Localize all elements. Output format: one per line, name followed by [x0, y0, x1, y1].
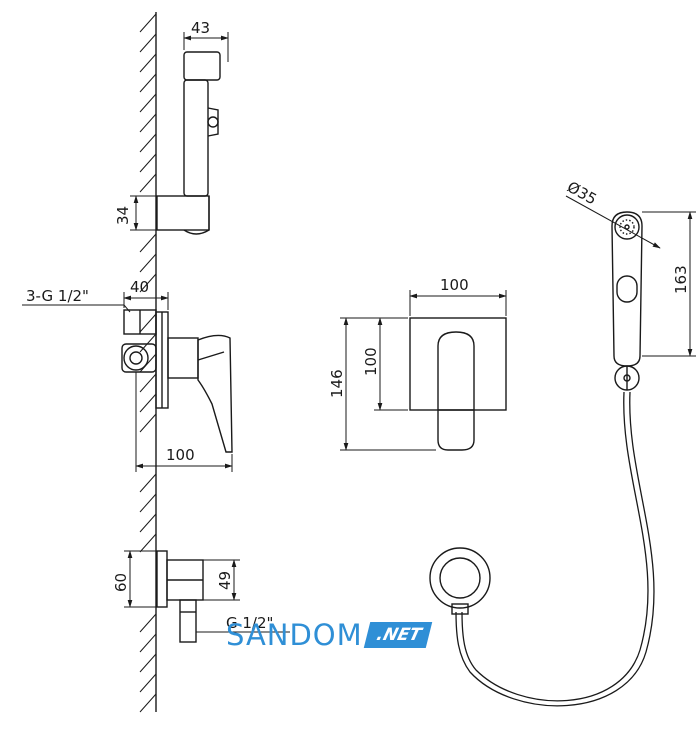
dim-valve-length-label: 100: [166, 446, 195, 464]
outlet-rosette-side: [156, 550, 168, 608]
outlet-rosette-inner: [439, 557, 481, 599]
outlet-pipe: [179, 599, 197, 643]
dim-shower-length: [642, 211, 696, 357]
wall-hatching: [139, 13, 157, 713]
hand-shower-front: [611, 211, 643, 391]
dim-outlet-inner-label: 49: [216, 571, 234, 590]
hose-inner: [455, 391, 655, 707]
dim-outlet-inner: [203, 559, 240, 601]
dim-holder-width-label: 43: [191, 19, 210, 37]
dim-holder-height-label: 34: [114, 206, 132, 225]
shower-head-profile: [183, 51, 221, 81]
watermark-suffix: .NET: [363, 622, 432, 648]
watermark-logo: SANDOM .NET: [226, 618, 432, 652]
outlet-rosette-outer: [429, 547, 491, 609]
shower-handle-profile: [183, 79, 209, 197]
dim-plate-total-height-label: 146: [328, 369, 346, 398]
front-lever: [437, 331, 475, 451]
watermark-word: SANDOM: [226, 618, 363, 652]
valve-lever: [197, 334, 233, 453]
bracket-cup: [183, 229, 210, 235]
shower-button-circle: [207, 116, 219, 128]
dim-plate-width-label: 100: [440, 276, 469, 294]
dim-valve-length: [135, 372, 233, 472]
shower-trigger: [616, 275, 638, 303]
shower-body: [611, 211, 643, 367]
dim-valve-depth: [123, 292, 169, 310]
dim-connection-label: 3-G 1/2": [26, 287, 89, 305]
shower-button-profile: [207, 107, 219, 137]
dim-holder-height: [130, 195, 156, 231]
valve-cartridge: [167, 337, 199, 379]
dim-outlet-thread-label: G 1/2": [226, 614, 273, 632]
dim-outlet-height: [124, 550, 156, 608]
dim-shower-diameter: [565, 195, 661, 249]
hose-outer: [461, 391, 649, 702]
cover-plate-front: [409, 317, 507, 451]
mixer-valve-side: [121, 309, 233, 453]
dim-plate-total-height: [340, 317, 436, 451]
dim-plate-height-label: 100: [362, 347, 380, 376]
outlet-front: [429, 547, 491, 615]
wall-bracket: [156, 195, 210, 231]
wall-outlet-side: [156, 550, 204, 643]
shower-spray-face: [614, 214, 640, 240]
dim-plate-width: [409, 290, 507, 316]
dim-shower-diameter-label: Ø35: [564, 178, 600, 209]
dim-outlet-height-label: 60: [112, 573, 130, 592]
dim-shower-length-label: 163: [672, 265, 690, 294]
dim-connection: [22, 304, 131, 313]
hose: [455, 391, 655, 707]
dim-holder-width: [183, 32, 229, 62]
spray-nozzles: [619, 219, 635, 235]
valve-connector-circle: [123, 345, 149, 371]
dim-valve-depth-label: 40: [130, 278, 149, 296]
shower-holder-side: [156, 51, 221, 235]
outlet-nut: [451, 603, 469, 615]
